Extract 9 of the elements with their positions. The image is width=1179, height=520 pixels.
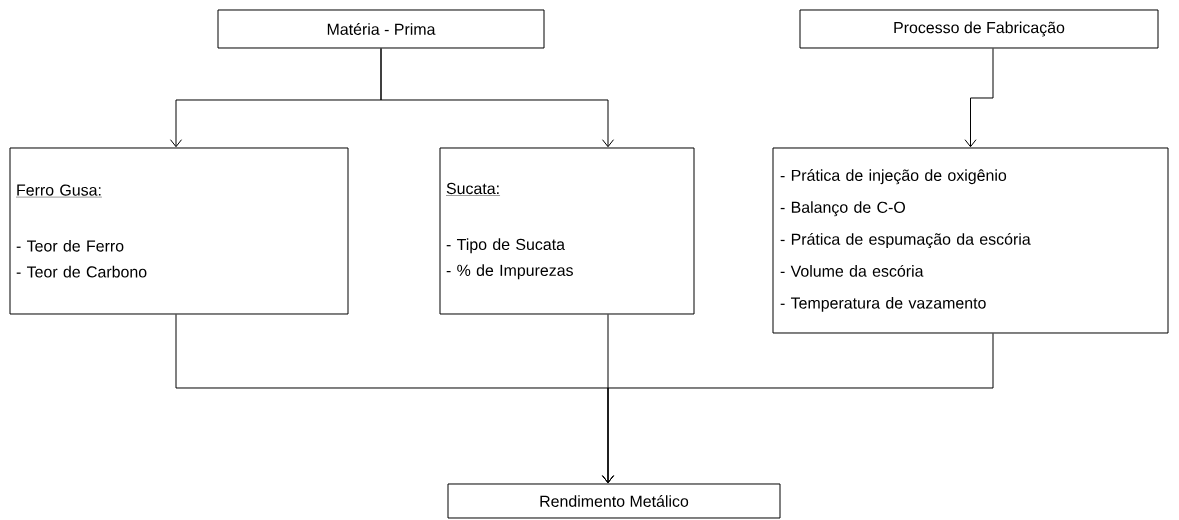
process-box: Rendimento Metálico	[447, 483, 781, 519]
list-box: - Prática de injeção de oxigênio - Balanço de C-O - Prática de espumação da escória - Volume da escória - Temperatura de vazamento	[772, 147, 1169, 334]
process-box: Processo de Fabricação	[799, 9, 1159, 49]
process-box: Matéria - Prima	[217, 9, 545, 49]
connector-arrow	[380, 48, 614, 148]
connector-arrow	[964, 48, 994, 148]
list-box: Ferro Gusa: - Teor de Ferro - Teor de Carbono	[9, 147, 349, 315]
connector-arrow	[602, 333, 994, 484]
list-box: Sucata: - Tipo de Sucata - % de Impurezas	[439, 147, 695, 315]
